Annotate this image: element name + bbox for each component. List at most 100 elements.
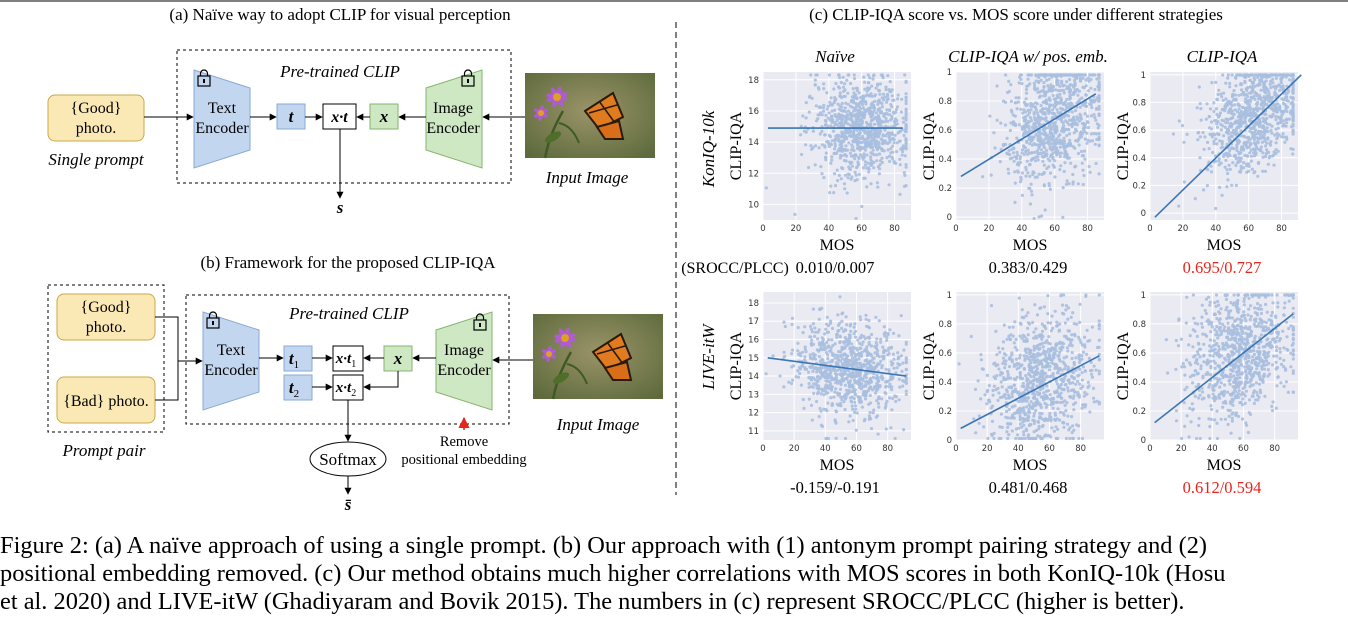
scatter-point <box>1040 140 1044 144</box>
scatter-point <box>868 410 872 415</box>
scatter-point <box>1215 376 1219 381</box>
scatter-point <box>868 401 873 405</box>
scatter-point <box>1215 112 1219 117</box>
scatter-point <box>896 351 900 355</box>
scatter-point <box>849 385 853 389</box>
scatter-point <box>810 343 814 347</box>
scatter-point <box>1097 94 1101 98</box>
scatter-point <box>1041 423 1045 428</box>
scatter-point <box>1005 430 1009 434</box>
scatter-point <box>1047 124 1052 128</box>
scatter-point <box>1077 119 1082 123</box>
scatter-point <box>1076 151 1081 156</box>
scatter-point <box>1067 182 1071 186</box>
scatter-point <box>882 325 886 329</box>
scatter-point <box>1264 130 1268 134</box>
scatter-point <box>1044 136 1048 140</box>
scatter-point <box>1217 132 1221 136</box>
scatter-point <box>855 96 859 100</box>
scatter-point <box>1245 146 1249 150</box>
row-title-2: LIVE-itW <box>699 323 718 391</box>
scatter-point <box>836 313 840 317</box>
scatter-point <box>1001 347 1005 351</box>
scatter-point <box>866 325 870 329</box>
x-tick-label: 0 <box>1147 224 1152 234</box>
scatter-point <box>1058 168 1062 172</box>
scatter-point <box>833 144 838 148</box>
scatter-point <box>1064 304 1068 308</box>
scatter-point <box>849 363 854 368</box>
scatter-point <box>1270 131 1274 135</box>
scatter-point <box>825 107 829 111</box>
scatter-point <box>1009 108 1014 112</box>
scatter-point <box>864 137 869 141</box>
scatter-point <box>1254 73 1259 77</box>
x-tick-label: 0 <box>953 444 958 454</box>
scatter-point <box>1037 172 1041 176</box>
scatter-point <box>1055 108 1059 112</box>
scatter-point <box>859 123 863 127</box>
scatter-point <box>1243 79 1247 83</box>
scatter-point <box>896 355 901 359</box>
scatter-point <box>1203 308 1207 313</box>
scatter-point <box>1028 116 1033 120</box>
scatter-point <box>1038 73 1042 77</box>
scatter-point <box>874 145 878 149</box>
scatter-point <box>1033 88 1037 92</box>
scatter-point <box>1242 310 1246 314</box>
scatter-point <box>778 374 782 378</box>
scatter-point <box>1048 374 1053 378</box>
scatter-point <box>1082 122 1086 126</box>
scatter-point <box>1230 146 1234 150</box>
scatter-point <box>867 170 871 174</box>
scatter-point <box>852 371 856 376</box>
scatter-point <box>853 170 857 174</box>
scatter-point <box>1040 214 1044 218</box>
scatter-point <box>1011 413 1015 417</box>
scatter-point <box>1228 108 1232 112</box>
scatter-point <box>1256 141 1260 145</box>
scatter-point <box>843 137 848 141</box>
y-tick-label: 18 <box>748 299 759 309</box>
scatter-point <box>841 75 845 79</box>
scatter-point <box>997 391 1001 395</box>
scatter-point <box>1256 161 1260 165</box>
scatter-point <box>1028 410 1032 415</box>
scatter-point <box>901 144 906 148</box>
scatter-point <box>1067 156 1072 160</box>
scatter-point <box>1062 334 1067 338</box>
scatter-point <box>876 82 880 86</box>
scatter-point <box>1077 373 1081 377</box>
scatter-point <box>1081 384 1085 388</box>
scatter-point <box>1039 136 1043 140</box>
scatter-point <box>1226 73 1230 77</box>
scatter-point <box>1085 352 1089 356</box>
regression-line <box>960 93 1097 178</box>
prompt-box <box>47 94 145 142</box>
scatter-point <box>854 364 859 368</box>
text-encoder-shape-b <box>202 311 260 411</box>
scatter-point <box>1246 95 1250 99</box>
scatter-point <box>838 401 843 405</box>
scatter-point <box>1083 137 1087 141</box>
scatter-point <box>893 120 897 124</box>
scatter-point <box>1009 99 1014 103</box>
scatter-point <box>841 132 845 136</box>
scatter-point <box>1271 81 1275 85</box>
x-label-b: x <box>393 349 403 368</box>
scatter-point <box>1226 154 1230 158</box>
scatter-point <box>875 381 879 386</box>
scatter-point <box>1059 383 1063 387</box>
scatter-point <box>890 132 895 136</box>
scatter-point <box>904 92 908 96</box>
scatter-point <box>865 345 869 349</box>
scatter-point <box>862 75 866 79</box>
y-tick-label: 0.2 <box>1132 407 1146 417</box>
scatter-point <box>1212 139 1216 143</box>
scatter-point <box>1043 112 1047 116</box>
scatter-point <box>799 124 803 128</box>
scatter-point <box>1049 403 1053 407</box>
scatter-point <box>875 181 880 185</box>
scatter-point <box>1089 369 1093 373</box>
scatter-point <box>1183 424 1187 428</box>
